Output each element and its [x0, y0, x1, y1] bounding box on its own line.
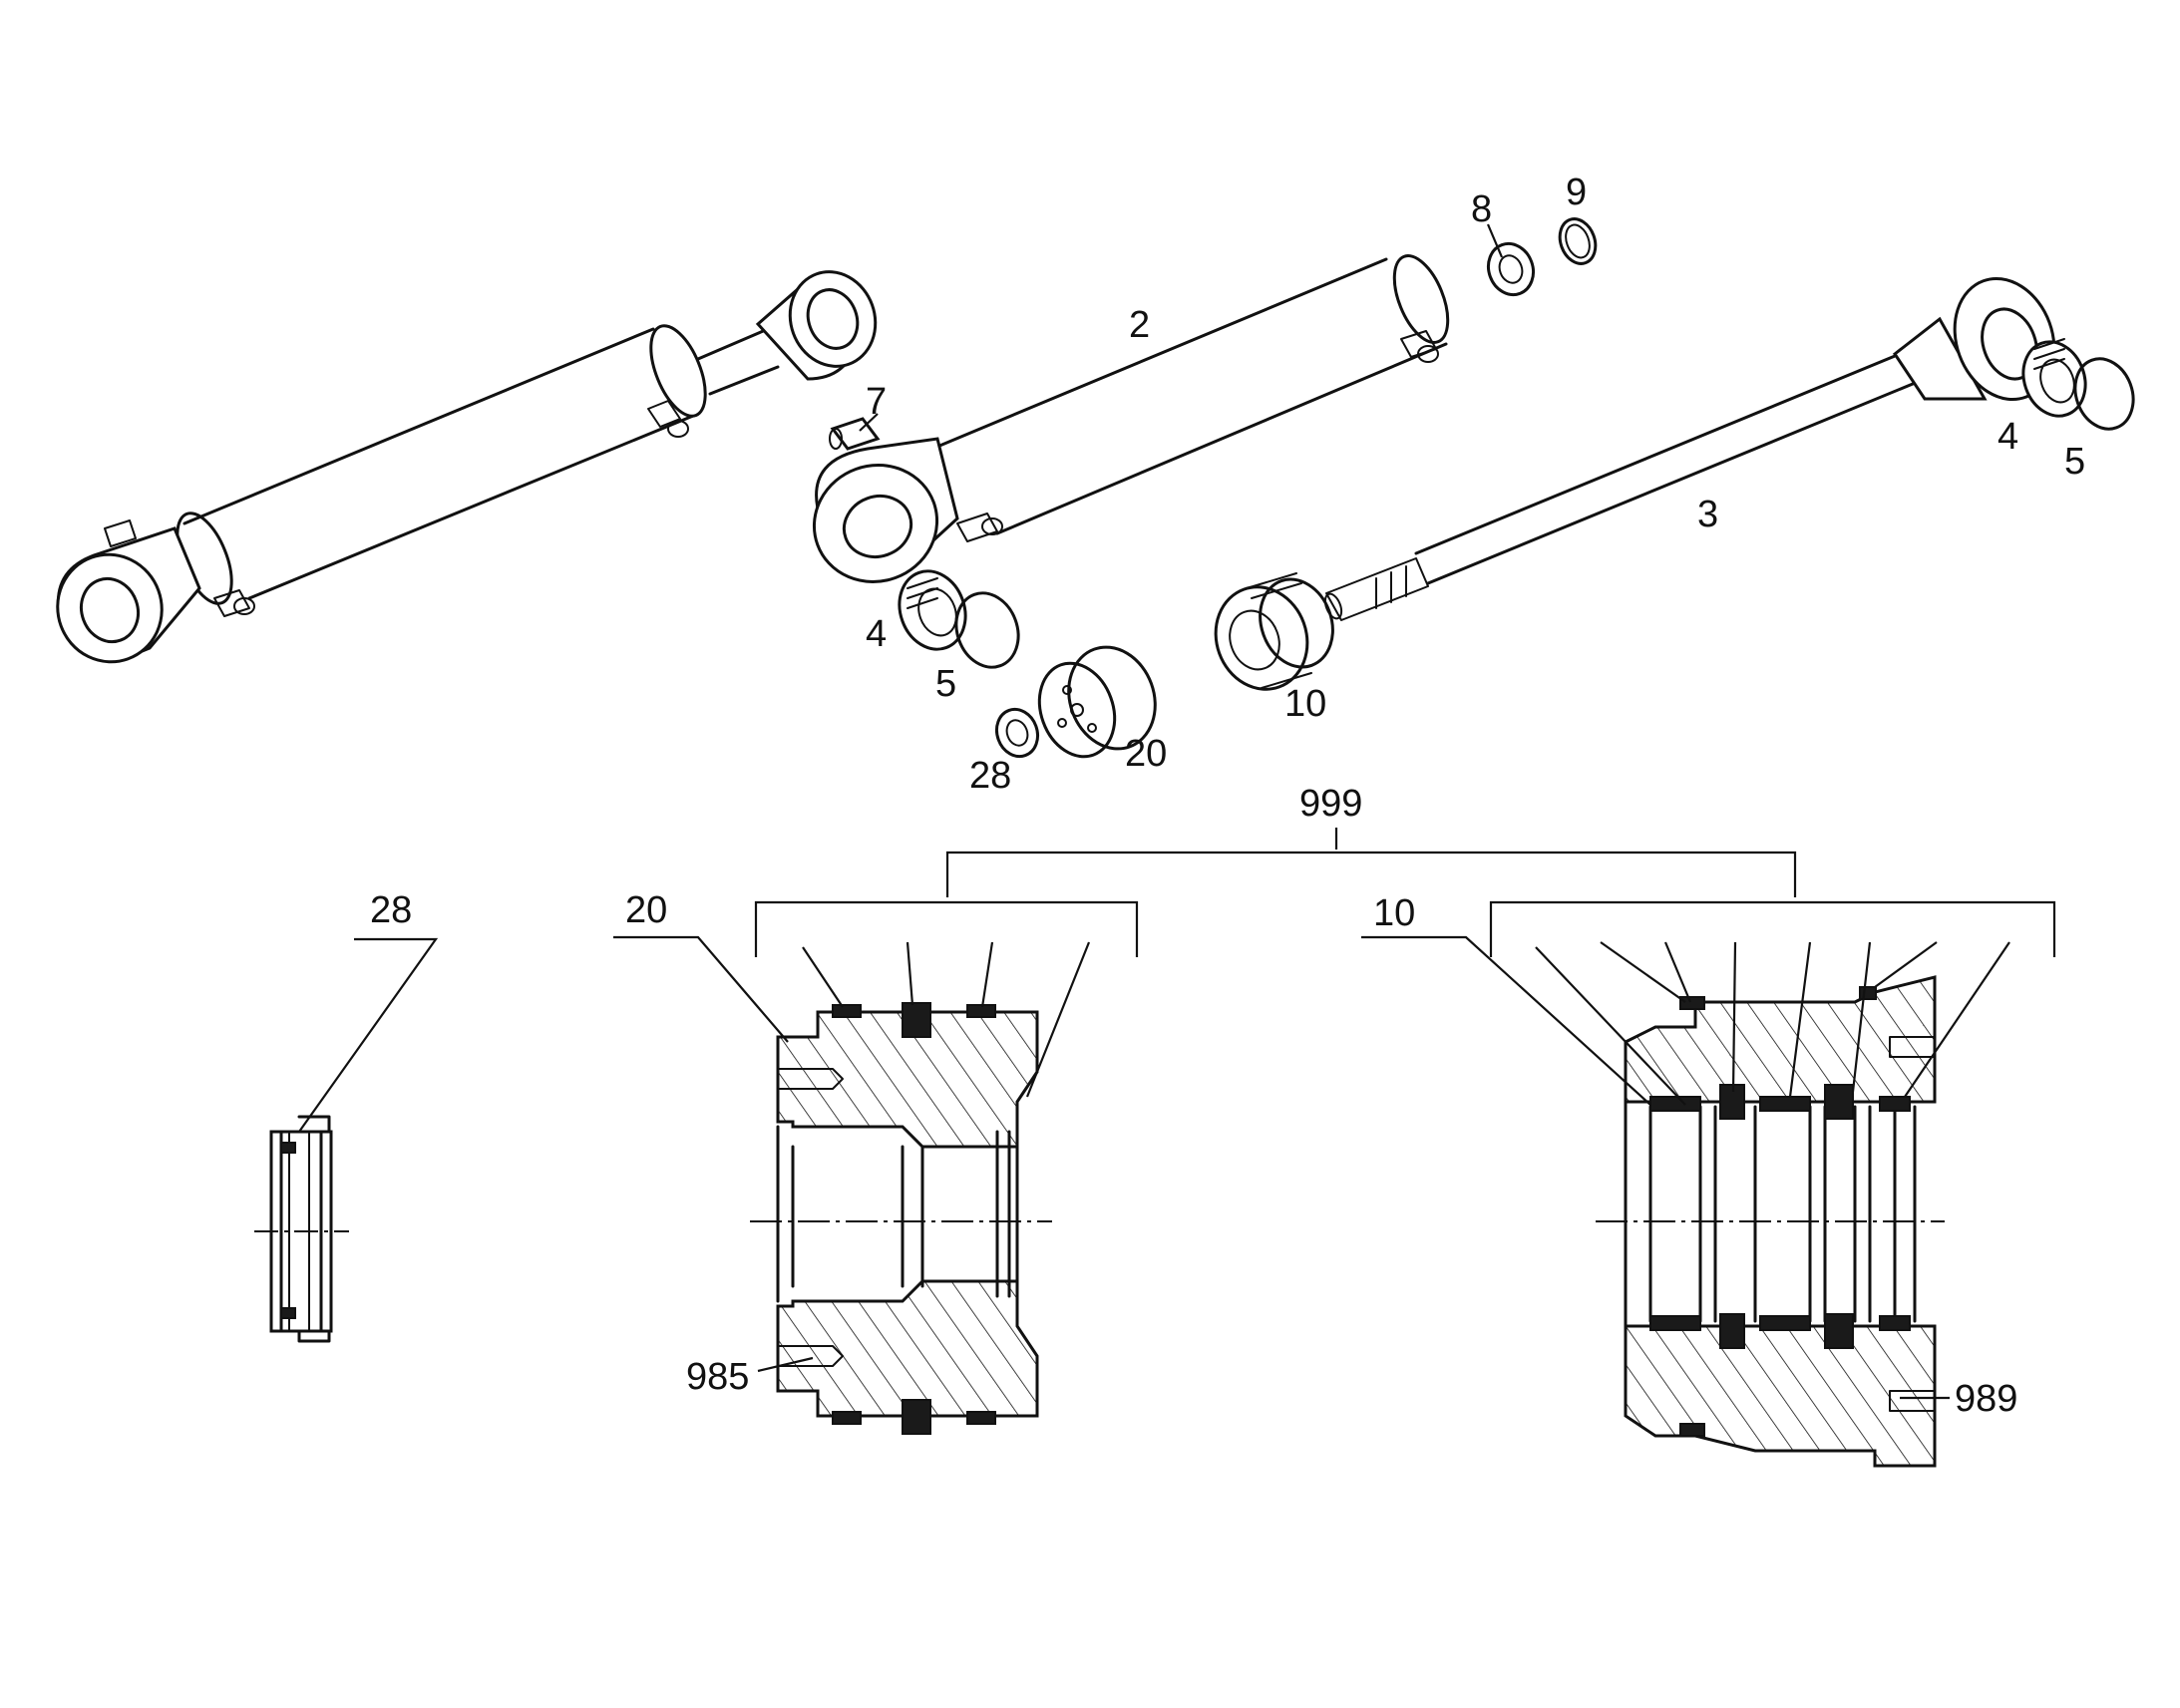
nut-part-28	[994, 707, 1040, 759]
callout-9: 9	[1566, 171, 1587, 213]
valve-part-7	[829, 417, 881, 451]
barrel-part	[812, 254, 1450, 583]
leader-lines	[298, 223, 2056, 1400]
callout-2: 2	[1129, 304, 1150, 346]
callout-20-section: 20	[625, 889, 667, 931]
callout-8: 8	[1471, 188, 1492, 230]
callout-7: 7	[866, 381, 887, 423]
callout-4-right: 4	[1998, 416, 2018, 458]
callout-4-left: 4	[866, 613, 887, 655]
callout-5-right: 5	[2064, 441, 2085, 483]
callout-989: 989	[1955, 1378, 2017, 1420]
callout-20-exploded: 20	[1125, 733, 1167, 775]
section-10	[1596, 975, 1945, 1468]
nut-part-8	[1486, 241, 1536, 297]
piston-part-20	[1037, 645, 1157, 759]
callout-985: 985	[686, 1356, 749, 1398]
callout-labels: 2 3 4 5 4 5 7 8 9 10 20 28 999 28 20 10 …	[370, 171, 2085, 1420]
callout-28-exploded: 28	[969, 755, 1011, 797]
gland-part-10	[1214, 572, 1334, 691]
callout-3: 3	[1697, 494, 1718, 535]
section-28	[254, 1115, 349, 1343]
callout-10-section: 10	[1373, 892, 1415, 934]
ring-part-5-left	[954, 591, 1020, 669]
callout-999: 999	[1299, 783, 1362, 825]
section-20	[750, 1002, 1052, 1435]
ring-part-9	[1558, 217, 1598, 265]
assembled-cylinder	[56, 270, 878, 664]
callout-10-exploded: 10	[1284, 683, 1326, 725]
callout-5-left: 5	[935, 663, 956, 705]
bushing-part-4-left	[898, 569, 967, 651]
callout-28-section: 28	[370, 889, 412, 931]
ring-part-5-right	[2073, 357, 2135, 431]
